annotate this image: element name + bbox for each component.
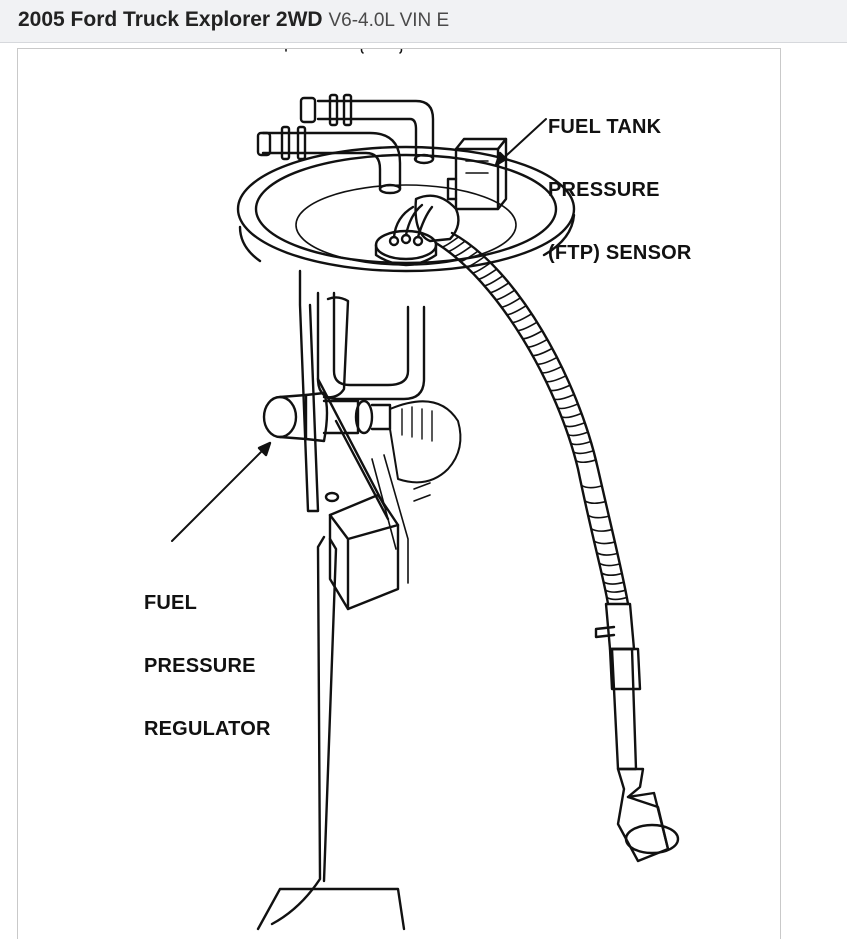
pressure-regulator-label: FUEL PRESSURE REGULATOR <box>144 551 271 782</box>
harness-ring <box>447 240 466 253</box>
diagram-panel: FUEL TANK PRESSURE (FTP) SENSOR FUEL PRE… <box>17 48 781 939</box>
harness-ring <box>557 403 579 410</box>
fuel-supply-tubes <box>256 93 435 195</box>
ftp-sensor-label: FUEL TANK PRESSURE (FTP) SENSOR <box>548 75 692 306</box>
clipped-caption-fragment <box>285 49 403 54</box>
harness-ring <box>465 255 486 268</box>
vehicle-title-sub: V6-4.0L VIN E <box>328 10 450 31</box>
ftp-sensor-leader <box>494 118 547 167</box>
harness-ring <box>540 365 563 374</box>
pressure-regulator-label-line-1: FUEL <box>144 592 198 614</box>
harness-ring <box>590 527 613 532</box>
regulator-leader <box>171 441 272 542</box>
harness-ring <box>511 313 533 324</box>
pressure-regulator-label-line-3: REGULATOR <box>144 718 271 740</box>
harness-ring <box>516 321 538 332</box>
harness-ring <box>483 275 504 287</box>
wiring-harness <box>414 194 680 863</box>
harness-ring <box>572 449 595 455</box>
harness-ring <box>567 431 589 437</box>
harness-ring <box>595 551 619 556</box>
harness-ring <box>495 289 516 301</box>
ftp-sensor-label-line-3: (FTP) SENSOR <box>548 242 692 264</box>
harness-ring <box>606 596 628 601</box>
harness-ring <box>526 338 549 348</box>
mounting-flange <box>236 145 576 273</box>
fuel-pump-module-diagram <box>171 49 680 931</box>
harness-ring <box>506 304 527 316</box>
vehicle-title-main: 2005 Ford Truck Explorer 2WD <box>18 8 323 31</box>
harness-ring <box>489 282 510 294</box>
ftp-sensor-label-line-2: PRESSURE <box>548 179 660 201</box>
electrical-connector <box>374 203 438 267</box>
harness-ring <box>570 440 592 446</box>
harness-ring <box>531 347 554 357</box>
ftp-sensor <box>446 137 508 211</box>
page-header: 2005 Ford Truck Explorer 2WD V6-4.0L VIN… <box>0 0 847 43</box>
harness-ring <box>575 459 597 464</box>
harness-ring <box>584 500 607 505</box>
harness-ring <box>477 268 498 281</box>
harness-ring <box>600 572 623 577</box>
harness-ring <box>471 261 492 274</box>
harness-ring <box>545 375 567 383</box>
harness-ring <box>549 384 571 392</box>
harness-ring <box>441 236 460 248</box>
harness-ring <box>553 393 575 401</box>
vehicle-title: 2005 Ford Truck Explorer 2WD V6-4.0L VIN… <box>18 8 449 32</box>
ftp-sensor-label-line-1: FUEL TANK <box>548 116 662 138</box>
fuel-pressure-regulator <box>262 296 462 484</box>
pressure-regulator-label-line-2: PRESSURE <box>144 655 256 677</box>
harness-corrugations <box>441 236 628 601</box>
harness-ring <box>602 581 625 585</box>
harness-ring <box>598 562 621 567</box>
harness-ring <box>564 421 586 428</box>
harness-ring <box>560 412 583 419</box>
harness-ring <box>587 514 610 519</box>
harness-ring <box>521 329 544 340</box>
harness-ring <box>536 356 558 365</box>
harness-ring <box>593 540 616 545</box>
harness-ring <box>453 245 473 258</box>
fuel-level-sender-arm <box>256 535 406 931</box>
harness-ring <box>604 589 627 593</box>
harness-ring <box>580 484 603 489</box>
harness-ring <box>500 297 522 308</box>
harness-ring <box>459 250 479 263</box>
module-bracket <box>298 269 431 611</box>
